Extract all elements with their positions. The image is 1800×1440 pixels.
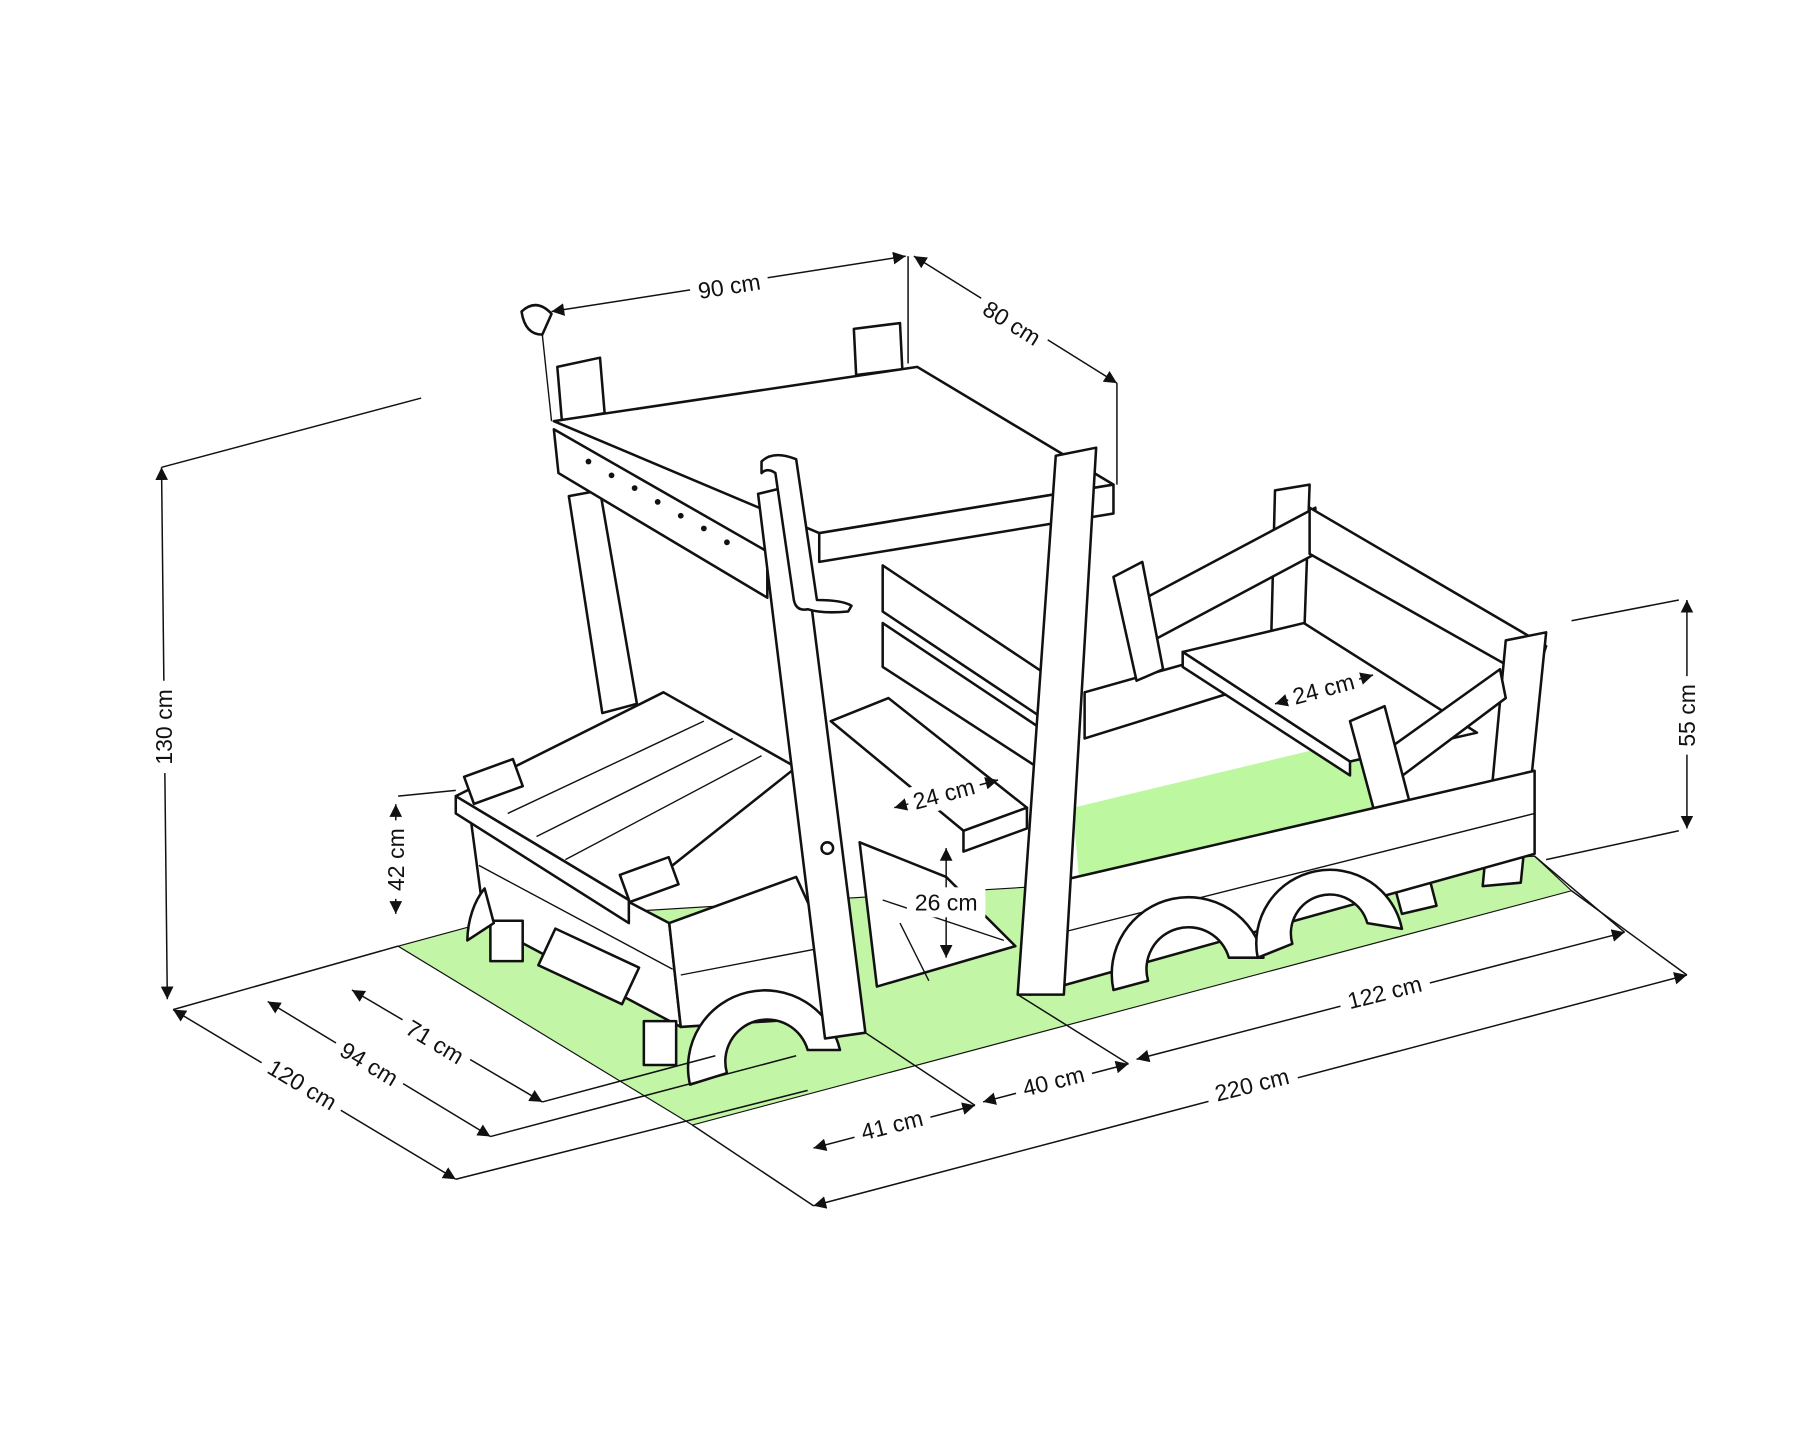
label-seat-height: 26 cm [915,889,978,915]
exhaust-pipe [760,453,853,614]
roof-side-beam [552,427,769,599]
label-roof-width: 90 cm [696,268,762,304]
roof-bolts [585,458,730,546]
rear-seat-left-post [1112,560,1165,683]
hood-lid-edge [454,794,631,925]
ground-inner [1073,738,1374,877]
back-left-post [567,489,639,715]
front-wheel-left [466,887,496,942]
dimension-labels: 90 cm 80 cm 130 cm 55 cm 42 cm 26 cm 24 … [148,265,1702,1150]
steering-knob [820,841,835,856]
front-grille [537,927,641,1006]
label-total-height: 130 cm [151,689,177,765]
rear-seat-front [1181,650,1352,777]
rear-wheel-2 [1254,868,1404,959]
horn [520,303,553,336]
label-inner-width: 71 cm [401,1015,468,1070]
label-hood-height: 42 cm [383,828,409,891]
roof-front-edge [817,483,1115,564]
front-seat-front [962,806,1029,853]
front-bumper-right [642,1019,678,1067]
roof-post-left-top [556,356,606,423]
hood-handle-right [618,855,680,904]
label-roof-depth: 80 cm [978,295,1045,350]
hood-handle-left [462,757,525,806]
label-mid-width: 94 cm [336,1037,403,1092]
back-right-post [852,321,904,377]
front-bumper-left [489,919,524,963]
label-rear-height: 55 cm [1674,684,1700,747]
